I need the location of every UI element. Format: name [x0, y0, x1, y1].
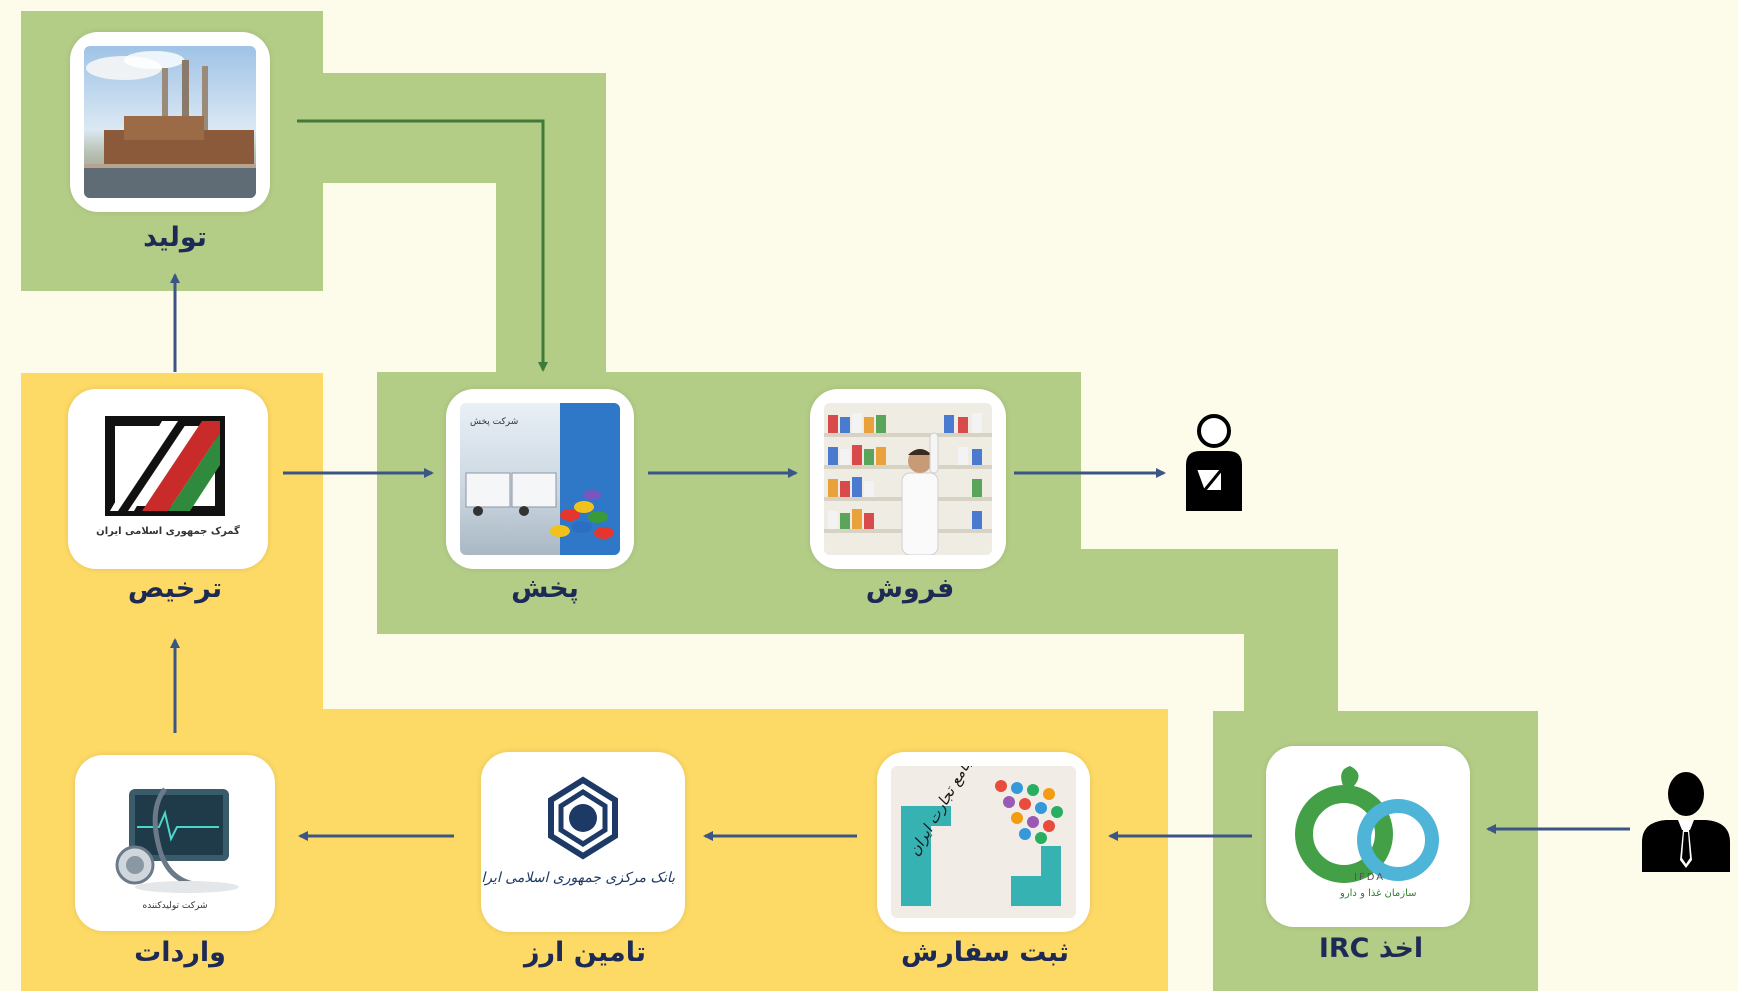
distribution-label: پخش [511, 573, 579, 604]
central-bank-logo [495, 766, 671, 918]
order-registration-label: ثبت سفارش [900, 937, 1070, 968]
customs-logo [82, 403, 254, 555]
distribution-image: شرکت پخش [460, 403, 620, 555]
distribution-caption: شرکت پخش [470, 417, 519, 427]
production-label: تولید [143, 222, 207, 253]
irc-label: اخذ IRC [1318, 933, 1424, 964]
clearance-label: ترخیص [127, 573, 223, 604]
sales-label: فروش [865, 573, 955, 604]
clearance-card: گمرک جمهوری اسلامی ایران [68, 389, 268, 569]
distribution-card: شرکت پخش [446, 389, 634, 569]
ifda-logo: IFDA سازمان غذا و دارو [1280, 760, 1456, 913]
imports-card: شرکت تولیدکننده [75, 755, 275, 931]
ifda-caption: سازمان غذا و دارو [1340, 888, 1417, 899]
production-card [70, 32, 270, 212]
trade-system-logo: سامانه جامع تجارت ایران [891, 766, 1076, 918]
ifda-caption-en: IFDA [1354, 872, 1386, 883]
sales-card [810, 389, 1006, 569]
currency-card: بانک مرکزی جمهوری اسلامی ایران [481, 752, 685, 932]
patient-with-sling-icon [1186, 414, 1242, 511]
customs-caption: گمرک جمهوری اسلامی ایران [96, 526, 240, 537]
production-connector-vertical [496, 73, 606, 373]
irc-card: IFDA سازمان غذا و دارو [1266, 746, 1470, 927]
imports-label: واردات [134, 937, 226, 968]
order-registration-card: سامانه جامع تجارت ایران [877, 752, 1090, 932]
central-bank-caption: بانک مرکزی جمهوری اسلامی ایران [481, 870, 675, 886]
pharmacy-image [824, 403, 992, 555]
medical-image [89, 769, 261, 917]
factory-image [84, 46, 256, 198]
imports-caption: شرکت تولیدکننده [142, 901, 208, 911]
currency-label: تامین ارز [523, 937, 647, 968]
businessman-icon [1642, 772, 1730, 872]
irc-connector-vertical [1244, 549, 1338, 711]
